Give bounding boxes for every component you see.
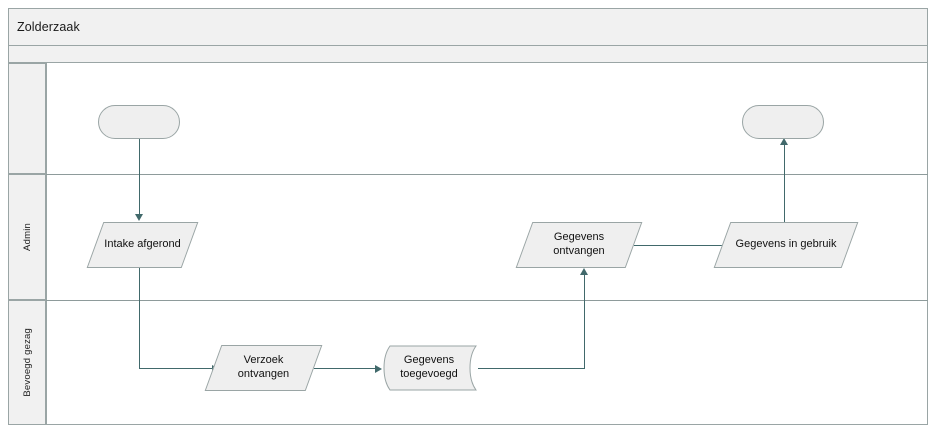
node-intake-afgerond[interactable]: Intake afgerond	[86, 222, 199, 268]
lane-header-bevoegd-gezag[interactable]: Bevoegd gezag	[8, 300, 46, 425]
flow-intake-to-verzoek-horizontal	[139, 368, 213, 369]
pool-title-label: Zolderzaak	[17, 20, 80, 34]
lane-separator-2	[46, 300, 928, 301]
flow-gebruik-to-end-arrowhead	[780, 138, 788, 145]
node-gegevens-in-gebruik[interactable]: Gegevens in gebruik	[713, 222, 859, 268]
node-intake-afgerond-label: Intake afgerond	[104, 238, 181, 251]
flow-verzoek-to-toegevoegd	[314, 368, 376, 369]
flow-intake-to-verzoek-vertical	[139, 268, 140, 368]
pool-title-bar[interactable]: Zolderzaak	[8, 8, 928, 46]
flow-toegevoegd-to-ontvangen-horizontal	[478, 368, 585, 369]
flow-toegevoegd-to-ontvangen-arrowhead	[580, 268, 588, 275]
lane-label-bevoegd-gezag: Bevoegd gezag	[21, 328, 33, 397]
node-end-event[interactable]	[742, 105, 824, 139]
node-verzoek-ontvangen-label: Verzoek ontvangen	[237, 354, 290, 380]
flow-start-to-intake	[139, 138, 140, 215]
lane-separator-1	[46, 174, 928, 175]
flow-ontvangen-to-gebruik	[634, 245, 729, 246]
lane-header-admin[interactable]: Admin	[8, 174, 46, 300]
lane-header-top[interactable]	[8, 63, 46, 174]
node-gegevens-toegevoegd-shape	[383, 345, 477, 391]
flow-verzoek-to-toegevoegd-arrowhead	[375, 365, 382, 373]
node-gegevens-ontvangen[interactable]: Gegevens ontvangen	[515, 222, 643, 268]
lane-label-admin: Admin	[21, 223, 33, 251]
node-verzoek-ontvangen[interactable]: Verzoek ontvangen	[204, 345, 323, 391]
flow-toegevoegd-to-ontvangen-vertical	[584, 275, 585, 368]
lane-divider-vertical	[46, 63, 47, 425]
flow-gebruik-to-end-vertical	[784, 145, 785, 222]
node-gegevens-ontvangen-label: Gegevens ontvangen	[553, 231, 605, 257]
node-start-event[interactable]	[98, 105, 180, 139]
pool-subheader-bar	[8, 46, 928, 63]
node-gegevens-in-gebruik-label: Gegevens in gebruik	[735, 238, 837, 251]
flow-start-to-intake-arrowhead	[135, 214, 143, 221]
node-gegevens-toegevoegd[interactable]: Gegevens toegevoegd	[380, 345, 478, 391]
node-gegevens-toegevoegd-label: Gegevens toegevoegd	[400, 354, 458, 380]
